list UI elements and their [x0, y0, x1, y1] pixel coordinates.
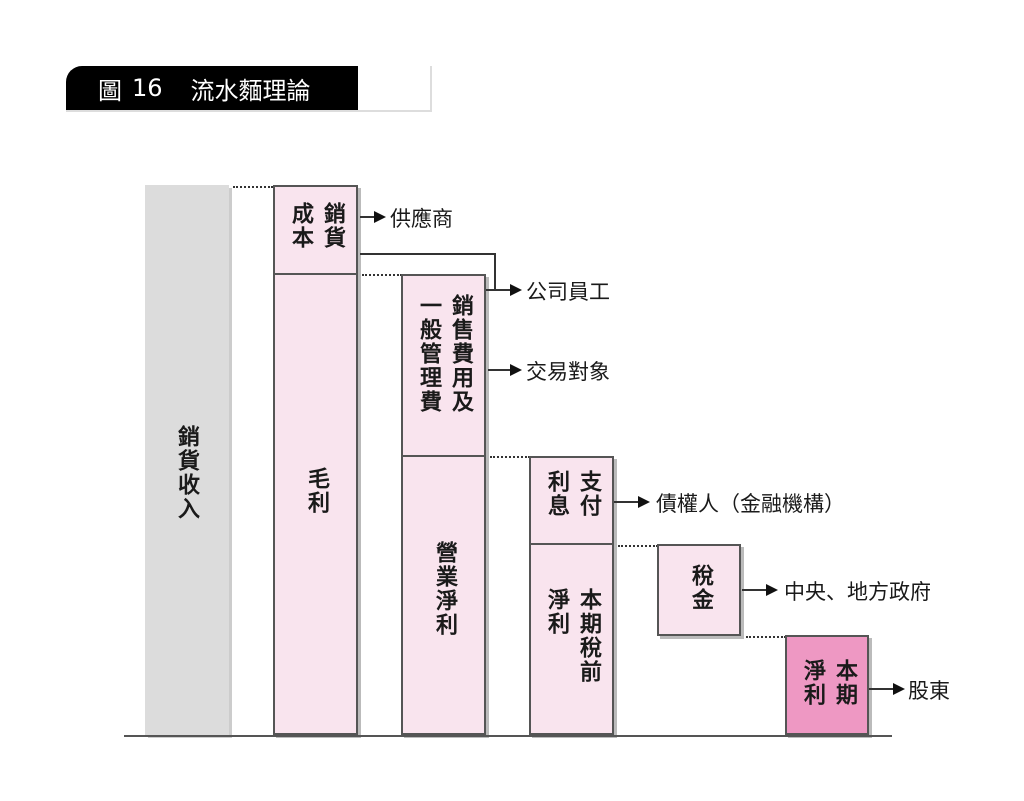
arrow-line — [488, 369, 510, 371]
figure-title: 圖 16 流水麵理論 — [66, 66, 358, 110]
bar-sga-operating-income: 銷售費用及 一般管理費 營業淨利 — [401, 274, 486, 735]
arrow-line — [360, 216, 374, 218]
baseline — [124, 735, 892, 737]
dotted-guide — [746, 636, 786, 638]
arrow-line — [869, 688, 893, 690]
connector-line — [494, 253, 496, 290]
arrow-line — [486, 289, 510, 291]
bar-sales-revenue: 銷貨收入 — [145, 185, 229, 735]
divider — [403, 455, 484, 457]
arrow-icon — [510, 364, 522, 376]
divider — [531, 543, 612, 545]
arrow-icon — [766, 584, 778, 596]
arrow-icon — [638, 496, 650, 508]
net-income-label-1: 本期 — [832, 659, 857, 707]
sga-label-1: 銷售費用及 — [448, 294, 473, 414]
arrow-line — [742, 589, 766, 591]
cogs-label-2: 成本 — [288, 202, 313, 250]
recipient-shareholders: 股東 — [908, 679, 950, 703]
figure-number: 16 — [132, 74, 163, 102]
operating-income-label: 營業淨利 — [432, 541, 457, 637]
figure-title-frame — [66, 66, 432, 112]
connector-line — [360, 253, 495, 255]
dotted-guide — [362, 274, 402, 276]
arrow-icon — [374, 211, 386, 223]
recipient-suppliers: 供應商 — [390, 207, 453, 231]
recipient-government: 中央、地方政府 — [784, 580, 931, 604]
recipient-employees: 公司員工 — [526, 280, 610, 304]
interest-label-1: 支付 — [576, 470, 601, 518]
arrow-icon — [510, 284, 522, 296]
dotted-guide — [233, 186, 273, 188]
sales-revenue-label: 銷貨收入 — [174, 425, 199, 521]
bar-cogs-gross-profit: 銷貨 成本 毛利 — [273, 185, 358, 735]
figure-prefix: 圖 — [98, 76, 122, 105]
tax-label: 稅金 — [688, 564, 713, 612]
dotted-guide — [618, 545, 658, 547]
arrow-line — [614, 501, 638, 503]
arrow-icon — [893, 683, 905, 695]
recipient-counterparties: 交易對象 — [526, 360, 610, 384]
cogs-label-1: 銷貨 — [320, 202, 345, 250]
figure-title-text: 流水麵理論 — [190, 76, 311, 105]
divider — [275, 273, 356, 275]
bar-interest-pretax-income: 支付 利息 本期稅前 淨利 — [529, 456, 614, 735]
dotted-guide — [490, 456, 530, 458]
gross-profit-label: 毛利 — [304, 467, 329, 515]
net-income-label-2: 淨利 — [800, 659, 825, 707]
interest-label-2: 利息 — [544, 470, 569, 518]
bar-net-income: 本期 淨利 — [785, 635, 869, 735]
pretax-label-2: 淨利 — [544, 588, 569, 636]
pretax-label-1: 本期稅前 — [576, 588, 601, 684]
bar-tax: 稅金 — [657, 544, 741, 636]
sga-label-2: 一般管理費 — [416, 294, 441, 414]
recipient-creditors: 債權人（金融機構） — [656, 492, 845, 516]
